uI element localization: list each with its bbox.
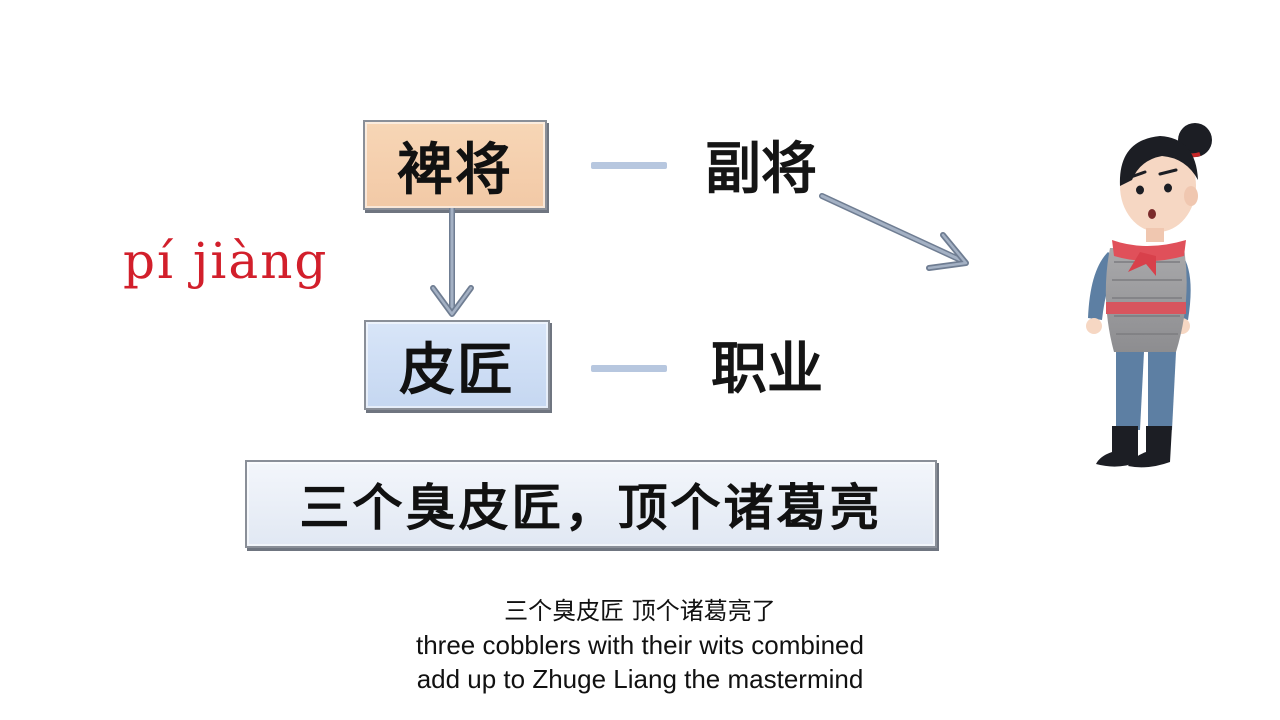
pinyin-label: pí jiàng: [123, 232, 329, 290]
term-box-bijiang: 裨将: [363, 120, 547, 210]
diagonal-arrow: [819, 193, 969, 271]
term-box-pijiang: 皮匠: [364, 320, 550, 410]
lieutenant-character-illustration: [1086, 123, 1212, 468]
subtitle-english-line-1: three cobblers with their wits combined: [416, 630, 864, 660]
connector-dash-bottom: [591, 365, 667, 372]
down-arrow: [430, 208, 474, 317]
idiom-box: 三个臭皮匠，顶个诸葛亮: [245, 460, 937, 548]
subtitle-block: 三个臭皮匠 顶个诸葛亮了 three cobblers with their w…: [0, 594, 1280, 696]
meaning-zhiye: 职业: [711, 336, 823, 402]
subtitle-chinese: 三个臭皮匠 顶个诸葛亮了: [504, 597, 776, 625]
subtitle-english-line-2: add up to Zhuge Liang the mastermind: [416, 664, 864, 694]
meaning-fujiang: 副将: [705, 136, 817, 202]
term-pijiang: 皮匠: [399, 336, 515, 403]
connector-dash-top: [591, 162, 667, 169]
term-bijiang: 裨将: [397, 136, 513, 203]
idiom-text: 三个臭皮匠，顶个诸葛亮: [299, 478, 883, 537]
